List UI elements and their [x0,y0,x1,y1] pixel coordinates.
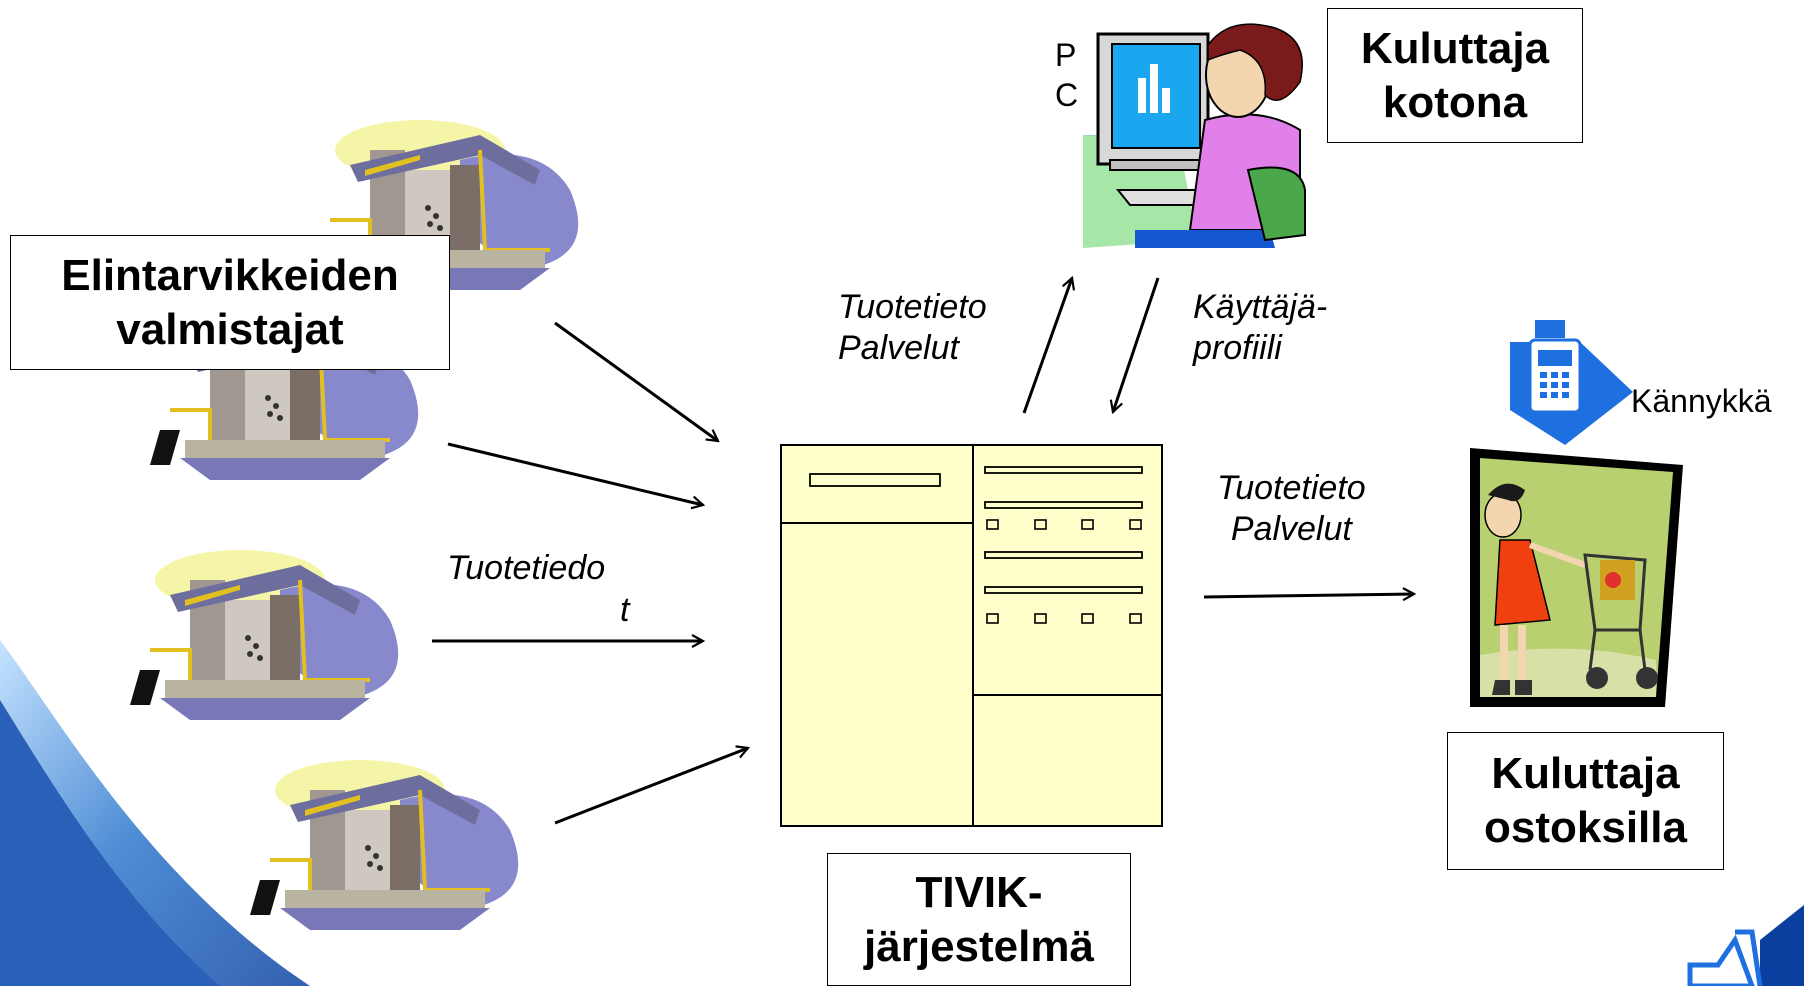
system-line1: TIVIK- [915,867,1043,917]
shopper-icon [1470,448,1683,707]
arrow [554,321,718,441]
label-to-home-line1: Tuotetieto [838,288,987,326]
manufacturers-line1: Elintarvikkeiden [61,250,399,300]
label-to-shopping-line2: Palvelut [1230,510,1352,549]
label-from-manufacturers-line2: t [620,591,630,629]
system-box: TIVIK- järjestelmä [827,853,1131,986]
mobile-phone-icon [1510,320,1633,445]
consumer-shopping-line1: Kuluttaja [1491,749,1680,799]
arrow [447,442,703,505]
label-to-home-line2: Palvelut [838,329,959,368]
factory-icon [128,548,401,722]
factory-icon [248,758,521,932]
manufacturers-box: Elintarvikkeiden valmistajat [10,235,450,370]
arrow [1022,278,1072,414]
system-line2: järjestelmä [864,921,1094,971]
label-to-home: Tuotetieto Palvelut [838,287,987,370]
arrow [1113,277,1160,412]
consumer-home-box: Kuluttaja kotona [1327,8,1583,143]
label-pc-line2: C [1055,77,1079,113]
label-to-shopping: Tuotetieto Palvelut [1217,468,1366,551]
computer-user-icon [1083,23,1306,248]
logo-mark [1687,905,1804,986]
label-from-manufacturers-line1: Tuotetiedo [447,549,606,587]
label-to-shopping-line1: Tuotetieto [1217,469,1366,507]
label-from-home: Käyttäjä- profiili [1193,287,1327,370]
label-from-home-line2: profiili [1193,329,1282,368]
manufacturers-line2: valmistajat [116,304,344,354]
consumer-home-line2: kotona [1382,77,1528,127]
consumer-shopping-line2: ostoksilla [1484,803,1687,852]
arrow [554,748,748,825]
system-form [780,444,1163,827]
arrow [1203,594,1414,597]
label-from-home-line1: Käyttäjä- [1193,288,1328,326]
label-phone: Kännykkä [1631,383,1772,419]
consumer-home-line1: Kuluttaja [1360,23,1550,73]
label-pc-line1: P [1055,37,1077,73]
label-pc: P C [1055,35,1078,115]
consumer-shopping-box: Kuluttaja ostoksilla [1447,732,1724,870]
